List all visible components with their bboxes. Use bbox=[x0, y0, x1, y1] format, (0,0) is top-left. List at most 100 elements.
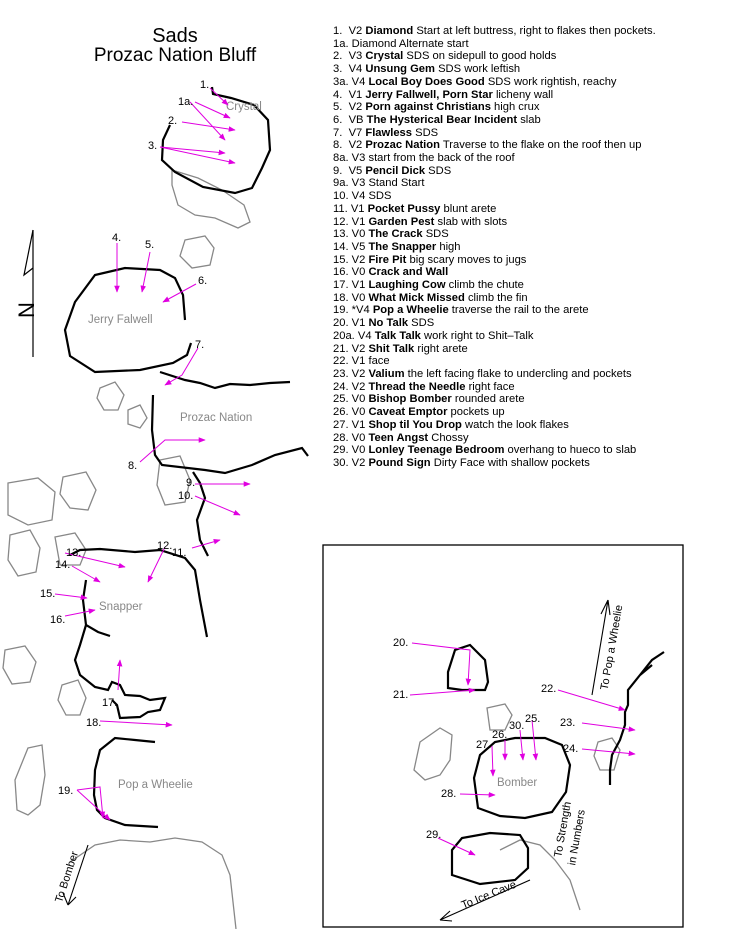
route-marker-9[interactable]: 9. bbox=[186, 477, 195, 489]
route-marker-18[interactable]: 18. bbox=[86, 717, 101, 729]
route-name: Fire Pit bbox=[368, 253, 407, 266]
route-item-1a: 1a. Diamond Alternate start bbox=[333, 38, 678, 51]
route-num: 4. bbox=[333, 88, 343, 101]
route-name: Shit Talk bbox=[368, 342, 415, 355]
route-item-19: 19. *V4 Pop a Wheelie traverse the rail … bbox=[333, 304, 678, 317]
route-marker-22[interactable]: 22. bbox=[541, 683, 556, 695]
route-desc: Dirty Face with shallow pockets bbox=[433, 456, 590, 469]
route-marker-5[interactable]: 5. bbox=[145, 239, 154, 251]
route-name: Shop til You Drop bbox=[368, 418, 462, 431]
route-marker-21[interactable]: 21. bbox=[393, 689, 408, 701]
route-name: Pencil Dick bbox=[365, 164, 426, 177]
route-desc: high crux bbox=[494, 101, 540, 114]
route-grade: V2 bbox=[351, 253, 366, 266]
route-item-7: 7. V7 Flawless SDS bbox=[333, 127, 678, 140]
route-grade: V4 bbox=[351, 75, 366, 88]
route-item-18: 18. V0 What Mick Missed climb the fin bbox=[333, 292, 678, 305]
route-name: Porn against Christians bbox=[365, 101, 491, 114]
route-item-25: 25. V0 Bishop Bomber rounded arete bbox=[333, 393, 678, 406]
route-marker-19[interactable]: 19. bbox=[58, 785, 73, 797]
route-item-30: 30. V2 Pound Sign Dirty Face with shallo… bbox=[333, 457, 678, 470]
route-item-1: 1. V2 Diamond Start at left buttress, ri… bbox=[333, 25, 678, 38]
route-marker-28[interactable]: 28. bbox=[441, 788, 456, 800]
route-num: 1a. bbox=[333, 37, 349, 50]
route-name: Pop a Wheelie bbox=[372, 304, 449, 317]
pop-label: Pop a Wheelie bbox=[118, 779, 193, 791]
route-grade: V2 bbox=[348, 139, 363, 152]
route-name: No Talk bbox=[368, 317, 409, 330]
route-item-22: 22. V1 face bbox=[333, 355, 678, 368]
route-marker-23[interactable]: 23. bbox=[560, 717, 575, 729]
route-num: 30. bbox=[333, 456, 349, 469]
route-marker-6[interactable]: 6. bbox=[198, 275, 207, 287]
route-grade: V2 bbox=[348, 101, 363, 114]
route-grade: V4 bbox=[348, 63, 363, 76]
route-item-5: 5. V2 Porn against Christians high crux bbox=[333, 101, 678, 114]
route-item-26: 26. V0 Caveat Emptor pockets up bbox=[333, 406, 678, 419]
route-name: Flawless bbox=[365, 126, 412, 139]
route-desc: slab bbox=[520, 113, 541, 126]
route-name: Diamond bbox=[365, 25, 414, 37]
route-name: Lonley Teenage Bedroom bbox=[368, 444, 505, 457]
route-grade: V1 bbox=[351, 418, 366, 431]
route-desc: big scary moves to jugs bbox=[409, 253, 527, 266]
route-grade: V4 bbox=[351, 190, 366, 203]
route-marker-27[interactable]: 27. bbox=[476, 739, 491, 751]
route-num: 17. bbox=[333, 279, 349, 292]
route-marker-1[interactable]: 1. bbox=[200, 79, 209, 91]
route-num: 21. bbox=[333, 342, 349, 355]
route-marker-14[interactable]: 14. bbox=[55, 559, 70, 571]
route-marker-26[interactable]: 26. bbox=[492, 729, 507, 741]
route-item-15: 15. V2 Fire Pit big scary moves to jugs bbox=[333, 254, 678, 267]
route-num: 27. bbox=[333, 418, 349, 431]
route-marker-13[interactable]: 13. bbox=[66, 547, 81, 559]
route-marker-2[interactable]: 2. bbox=[168, 115, 177, 127]
route-grade: V5 bbox=[351, 240, 366, 253]
route-item-21: 21. V2 Shit Talk right arete bbox=[333, 343, 678, 356]
route-marker-7[interactable]: 7. bbox=[195, 339, 204, 351]
route-marker-12[interactable]: 12. bbox=[157, 540, 172, 552]
route-name: Crack and Wall bbox=[368, 266, 449, 279]
route-num: 8. bbox=[333, 139, 343, 152]
route-marker-20[interactable]: 20. bbox=[393, 637, 408, 649]
route-grade: V1 bbox=[348, 88, 363, 101]
route-marker-8[interactable]: 8. bbox=[128, 460, 137, 472]
route-marker-11[interactable]: 11. bbox=[172, 547, 186, 559]
route-num: 1. bbox=[333, 25, 343, 37]
route-num: 10. bbox=[333, 190, 349, 203]
route-item-3a: 3a. V4 Local Boy Does Good SDS work righ… bbox=[333, 76, 678, 89]
route-name: Teen Angst bbox=[368, 431, 429, 444]
route-marker-15[interactable]: 15. bbox=[40, 588, 55, 600]
route-num: 3. bbox=[333, 63, 343, 76]
route-grade: V7 bbox=[348, 126, 363, 139]
route-marker-10[interactable]: 10. bbox=[178, 490, 193, 502]
route-marker-4[interactable]: 4. bbox=[112, 232, 121, 244]
route-marker-24[interactable]: 24. bbox=[563, 743, 578, 755]
route-marker-16[interactable]: 16. bbox=[50, 614, 65, 626]
route-desc: high bbox=[439, 240, 461, 253]
route-num: 29. bbox=[333, 444, 349, 457]
route-grade: VB bbox=[348, 113, 364, 126]
route-grade: V4 bbox=[357, 329, 372, 342]
route-marker-1a[interactable]: 1a. bbox=[178, 96, 193, 108]
route-marker-3[interactable]: 3. bbox=[148, 140, 157, 152]
route-grade: V3 bbox=[351, 177, 366, 190]
route-marker-17[interactable]: 17. bbox=[102, 697, 117, 709]
route-item-27: 27. V1 Shop til You Drop watch the look … bbox=[333, 419, 678, 432]
route-marker-30[interactable]: 30. bbox=[509, 720, 524, 732]
route-desc: SDS bbox=[425, 228, 449, 241]
route-grade: *V4 bbox=[351, 304, 370, 317]
north-label: N bbox=[14, 302, 39, 318]
route-desc: overhang to hueco to slab bbox=[507, 444, 637, 457]
route-item-14: 14. V5 The Snapper high bbox=[333, 241, 678, 254]
route-desc: watch the look flakes bbox=[465, 418, 569, 431]
route-name: The Crack bbox=[368, 228, 423, 241]
route-name: Pocket Pussy bbox=[367, 202, 441, 215]
route-num: 8a. bbox=[333, 152, 349, 165]
route-marker-29[interactable]: 29. bbox=[426, 829, 441, 841]
route-marker-25[interactable]: 25. bbox=[525, 713, 540, 725]
route-num: 25. bbox=[333, 393, 349, 406]
route-desc: right arete bbox=[417, 342, 468, 355]
route-num: 13. bbox=[333, 228, 349, 241]
route-grade: V0 bbox=[351, 406, 366, 419]
